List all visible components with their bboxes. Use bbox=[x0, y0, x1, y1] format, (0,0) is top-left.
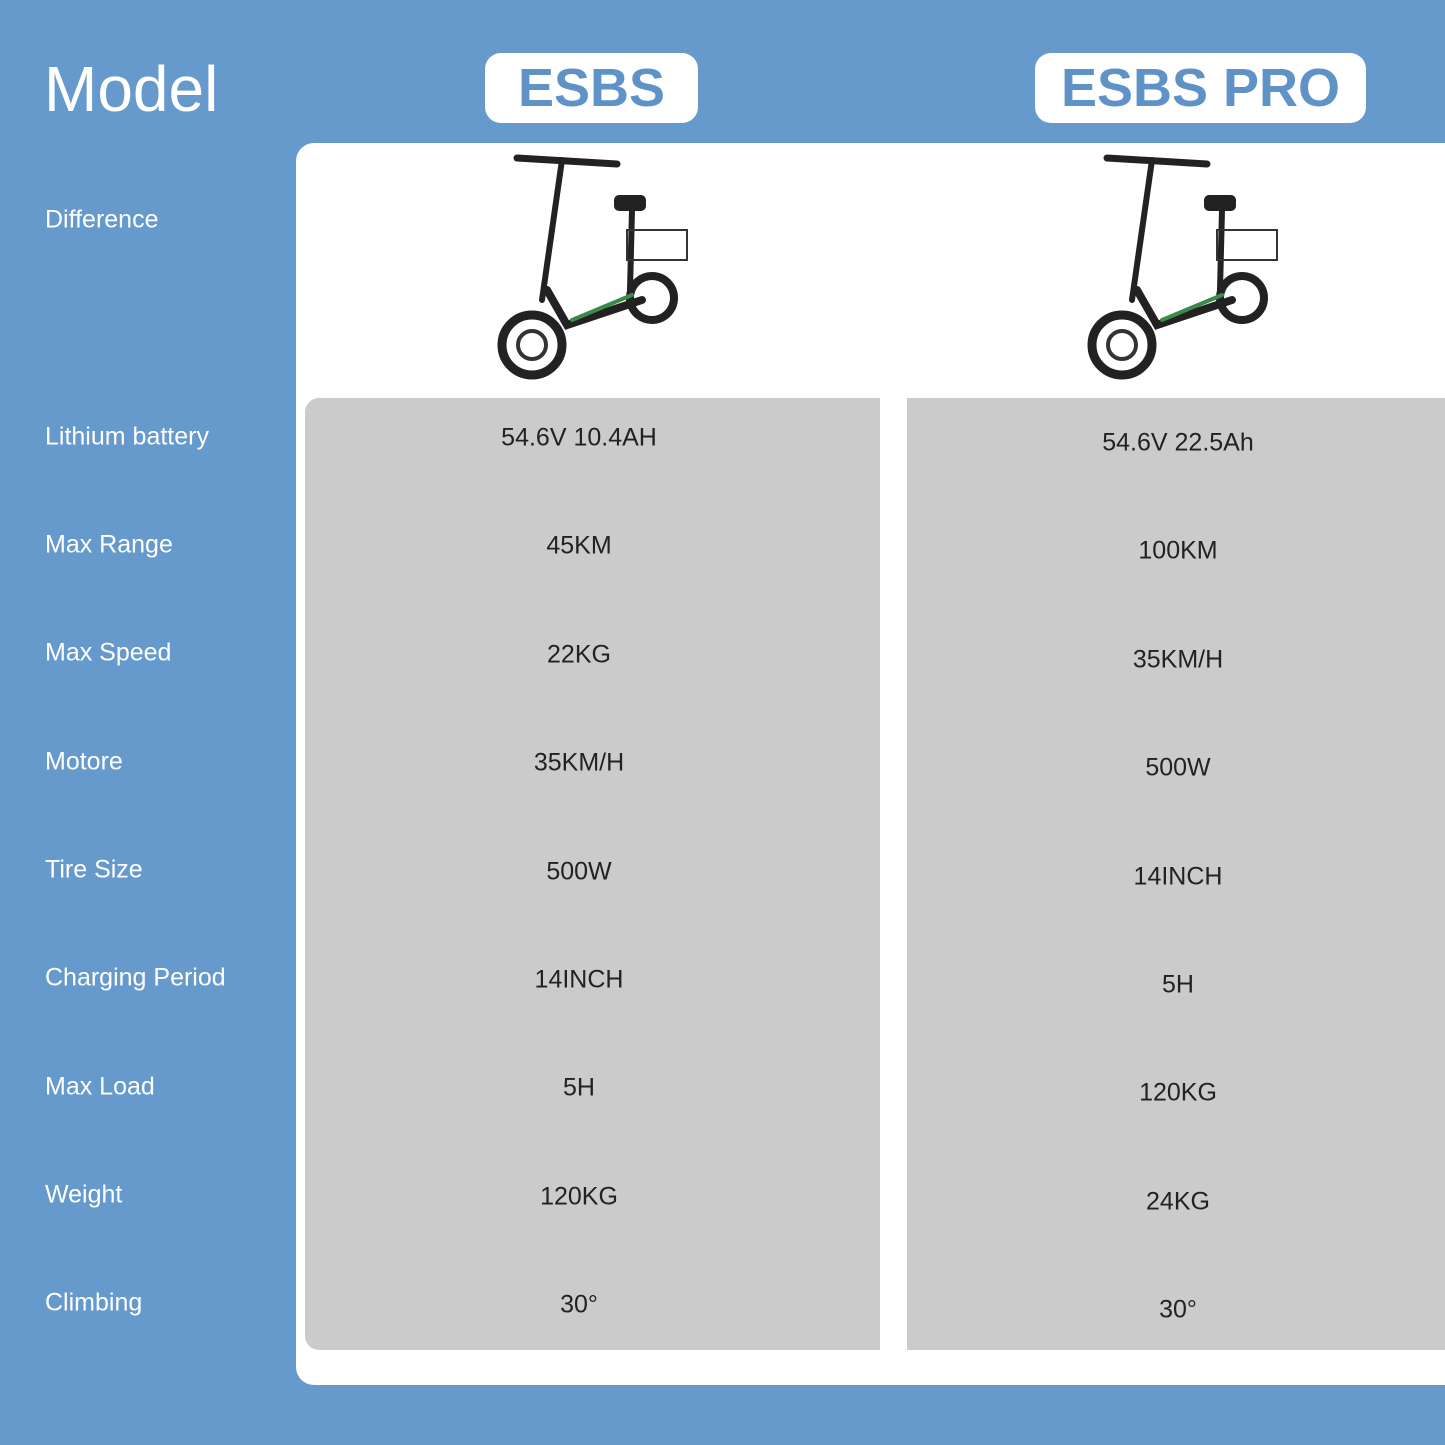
row-label: Lithium battery bbox=[45, 422, 209, 451]
esbs-column bbox=[305, 398, 880, 1350]
row-label: Max Range bbox=[45, 530, 173, 559]
esbs-pro-value: 500W bbox=[1145, 753, 1211, 782]
row-label: Motore bbox=[45, 747, 123, 776]
row-label: Climbing bbox=[45, 1288, 143, 1317]
row-label: Max Load bbox=[45, 1072, 155, 1101]
esbs-pro-value: 5H bbox=[1162, 970, 1194, 999]
esbs-pro-value: 30° bbox=[1159, 1295, 1197, 1324]
row-label: Tire Size bbox=[45, 855, 143, 884]
esbs-pro-column bbox=[907, 398, 1445, 1350]
esbs-pro-value: 24KG bbox=[1146, 1187, 1210, 1216]
esbs-value: 14INCH bbox=[534, 965, 624, 994]
esbs-value: 30° bbox=[560, 1290, 598, 1319]
row-label: Max Speed bbox=[45, 638, 172, 667]
esbs-value: 35KM/H bbox=[533, 748, 625, 777]
esbs-pro-value: 54.6V 22.5Ah bbox=[1102, 428, 1254, 457]
esbs-value: 500W bbox=[546, 857, 612, 886]
esbs-value: 5H bbox=[563, 1073, 595, 1102]
scooter-image-esbs bbox=[497, 154, 688, 380]
esbs-value: 54.6V 10.4AH bbox=[501, 423, 657, 452]
row-label: Charging Period bbox=[45, 963, 226, 992]
esbs-value: 22KG bbox=[547, 640, 611, 669]
esbs-pro-value: 14INCH bbox=[1133, 862, 1223, 891]
esbs-pro-value: 120KG bbox=[1139, 1078, 1217, 1107]
page-title: Model bbox=[44, 53, 219, 125]
esbs-pro-value: 35KM/H bbox=[1132, 645, 1224, 674]
esbs-value: 120KG bbox=[540, 1182, 618, 1211]
model-badge-esbs: ESBS bbox=[485, 53, 698, 123]
row-label: Weight bbox=[45, 1180, 123, 1209]
model-badge-esbs-pro: ESBS PRO bbox=[1035, 53, 1366, 123]
esbs-pro-value: 100KM bbox=[1138, 536, 1218, 565]
esbs-value: 45KM bbox=[546, 531, 612, 560]
row-label: Difference bbox=[45, 205, 159, 234]
scooter-image-esbs-pro bbox=[1087, 154, 1278, 380]
